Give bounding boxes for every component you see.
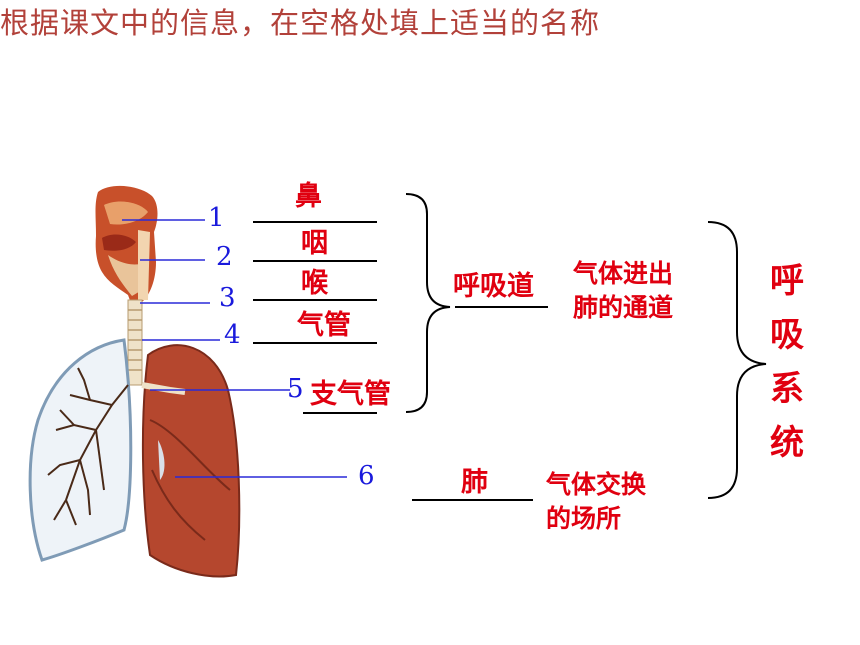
pointer-lines — [122, 219, 347, 478]
lungs-description: 气体交换 的场所 — [546, 468, 646, 536]
label-3: 3 — [219, 283, 236, 313]
answer-blanks — [253, 221, 548, 501]
instruction-title: 根据课文中的信息，在空格处填上适当的名称 — [0, 6, 601, 40]
answer-bronchi: 支气管 — [310, 379, 391, 410]
right-lung-drawing — [141, 344, 241, 578]
answer-lungs: 肺 — [461, 467, 488, 498]
airway-brace — [405, 193, 451, 413]
label-1: 1 — [208, 203, 225, 233]
head-section-drawing — [95, 185, 158, 306]
answer-larynx: 喉 — [301, 268, 328, 299]
trachea-drawing — [127, 299, 143, 386]
left-lung-drawing — [28, 338, 133, 562]
respiratory-system-label: 呼吸系统 — [770, 261, 804, 463]
airway-description-line1: 气体进出 — [573, 259, 674, 288]
airway-description-line2: 肺的通道 — [573, 293, 674, 322]
lungs-description-line1: 气体交换 — [546, 470, 647, 499]
answer-nose: 鼻 — [295, 181, 322, 212]
answer-airway: 呼吸道 — [453, 271, 534, 302]
label-5: 5 — [287, 374, 304, 404]
answer-pharynx: 咽 — [301, 228, 328, 259]
airway-description: 气体进出 肺的通道 — [573, 257, 673, 325]
label-2: 2 — [216, 242, 233, 272]
label-4: 4 — [224, 320, 241, 350]
system-brace — [707, 221, 767, 499]
lungs-description-line2: 的场所 — [546, 504, 622, 533]
answer-trachea: 气管 — [297, 310, 351, 341]
label-6: 6 — [358, 461, 375, 491]
